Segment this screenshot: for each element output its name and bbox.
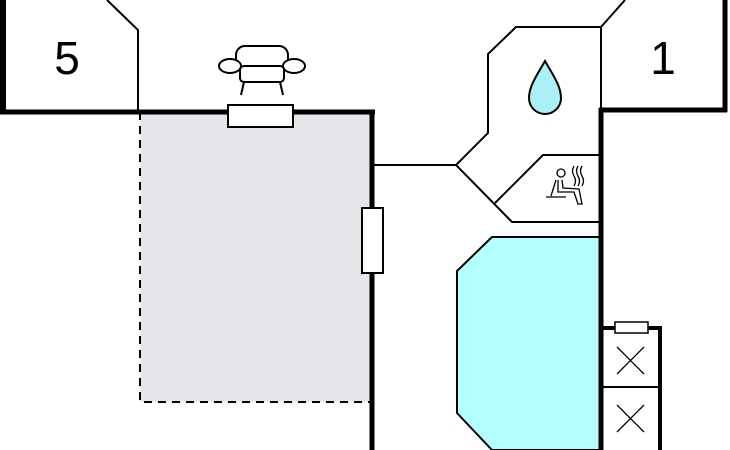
room-5: 5 [0, 0, 139, 113]
room-5-label: 5 [54, 32, 80, 84]
water-drop-icon [527, 58, 563, 115]
sauna-icon [546, 165, 585, 205]
closet-x-icon [616, 404, 645, 433]
sauna [494, 154, 601, 205]
armchair-icon [218, 45, 306, 96]
room-1-label: 1 [650, 32, 676, 84]
window-top [227, 104, 294, 128]
room-1: 1 [598, 0, 728, 450]
pool [456, 236, 601, 450]
living-area [0, 104, 457, 450]
window-right [361, 207, 384, 274]
bathroom [454, 26, 601, 223]
closet-x-icon [616, 346, 645, 375]
window-closet [614, 321, 649, 334]
closets [601, 321, 662, 450]
